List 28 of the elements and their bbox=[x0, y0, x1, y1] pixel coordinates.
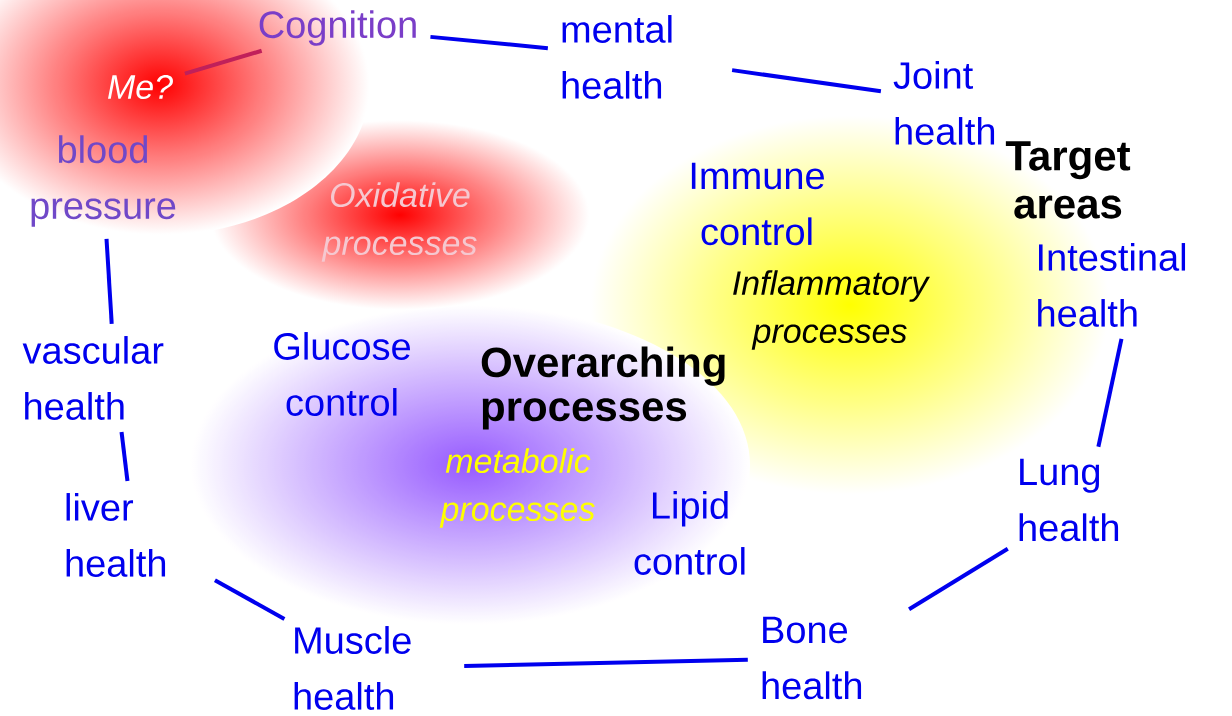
connector-line bbox=[908, 547, 1009, 611]
area-text: Intestinal health bbox=[1038, 243, 1186, 327]
connector-line bbox=[213, 578, 286, 621]
process-label: metabolic processes bbox=[439, 448, 595, 528]
process-label: Inflammatory processes bbox=[733, 270, 930, 350]
area-text: mental health bbox=[562, 15, 672, 99]
area-label: Glucose control bbox=[274, 332, 410, 416]
process-label: Oxidative processes bbox=[321, 182, 477, 262]
area-text: liver health bbox=[66, 493, 166, 577]
connector-line bbox=[184, 48, 263, 76]
overarching-heading: Overarching processes bbox=[481, 346, 725, 430]
area-text: Joint health bbox=[893, 61, 995, 145]
area-text: Me? bbox=[108, 74, 173, 100]
area-text: Lung health bbox=[1019, 458, 1119, 542]
area-label: Immune control bbox=[691, 162, 824, 246]
connector-line bbox=[430, 34, 549, 51]
target-heading: Target areas bbox=[1005, 141, 1131, 219]
connector-line bbox=[731, 68, 882, 94]
connector-line bbox=[1096, 338, 1124, 448]
area-text: blood pressure bbox=[31, 135, 176, 227]
connector-line bbox=[464, 657, 748, 668]
area-text: Bone health bbox=[762, 616, 862, 700]
connector-line bbox=[104, 238, 114, 324]
area-text: Muscle health bbox=[294, 626, 411, 710]
area-text: Cognition bbox=[259, 10, 416, 46]
area-text: vascular health bbox=[22, 336, 164, 420]
area-label: Lipid control bbox=[634, 491, 745, 575]
connector-line bbox=[119, 431, 130, 482]
